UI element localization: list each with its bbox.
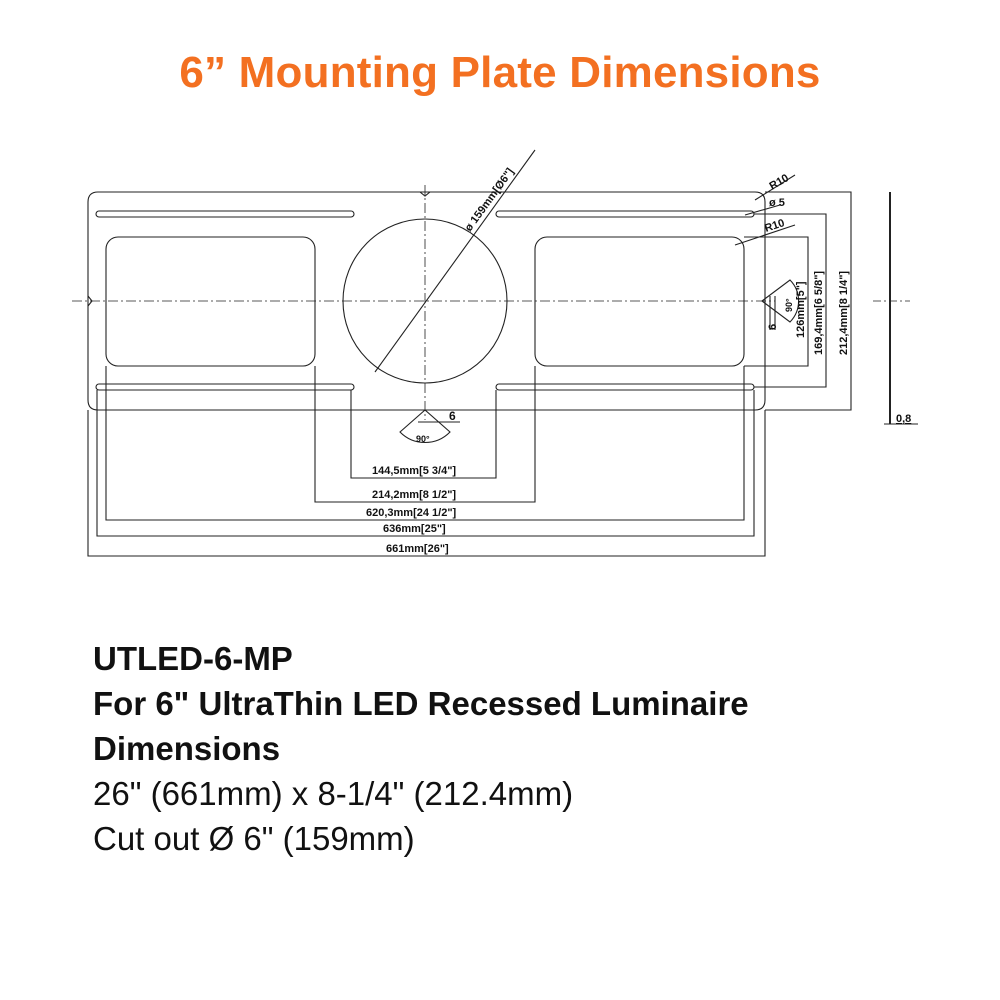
dimensions-heading: Dimensions xyxy=(93,730,281,767)
thickness-label: 0,8 xyxy=(896,413,911,425)
horizontal-dim-620: 620,3mm[24 1/2"] xyxy=(366,507,457,519)
horizontal-dim-214: 214,2mm[8 1/2"] xyxy=(372,489,456,501)
side-notch-depth-label: 6 xyxy=(767,324,779,330)
cutout-circle xyxy=(342,218,508,384)
page-title: 6” Mounting Plate Dimensions xyxy=(179,48,821,97)
side-notch-angle-label: 90° xyxy=(784,298,794,312)
slot-top-right xyxy=(495,210,755,218)
product-description: For 6" UltraThin LED Recessed Luminaire xyxy=(93,685,749,722)
vertical-dim-212: 212,4mm[8 1/4"] xyxy=(838,271,850,355)
horizontal-dim-144: 144,5mm[5 3/4"] xyxy=(372,465,456,477)
vertical-dim-126: 126mm[5"] xyxy=(795,281,807,338)
product-info: UTLED-6-MP For 6" UltraThin LED Recessed… xyxy=(93,636,749,861)
vertical-dim-169: 169,4mm[6 5/8"] xyxy=(813,271,825,355)
window-radius-label: R10 xyxy=(763,217,786,235)
bottom-notch-depth-label: 6 xyxy=(449,409,456,423)
plate-outline xyxy=(87,191,766,411)
overall-size: 26" (661mm) x 8-1/4" (212.4mm) xyxy=(93,775,574,812)
horizontal-dim-636: 636mm[25"] xyxy=(383,523,446,535)
hole-diameter-label: ø 5 xyxy=(769,197,785,209)
cutout-size: Cut out Ø 6" (159mm) xyxy=(93,820,415,857)
slot-top-left xyxy=(95,210,355,218)
horizontal-dim-661: 661mm[26"] xyxy=(386,543,449,555)
bottom-notch-angle-label: 90° xyxy=(416,434,430,444)
window-right xyxy=(534,236,745,367)
slot-bottom-left xyxy=(95,383,355,391)
mounting-plate-drawing: ø 159mm[Ø6"] R10 ø 5 R10 6 90° 126mm[5"]… xyxy=(72,149,918,557)
model-number: UTLED-6-MP xyxy=(93,640,293,677)
window-left xyxy=(105,236,316,367)
outer-radius-label: R10 xyxy=(768,172,791,192)
cutout-diameter-label: ø 159mm[Ø6"] xyxy=(463,166,517,234)
